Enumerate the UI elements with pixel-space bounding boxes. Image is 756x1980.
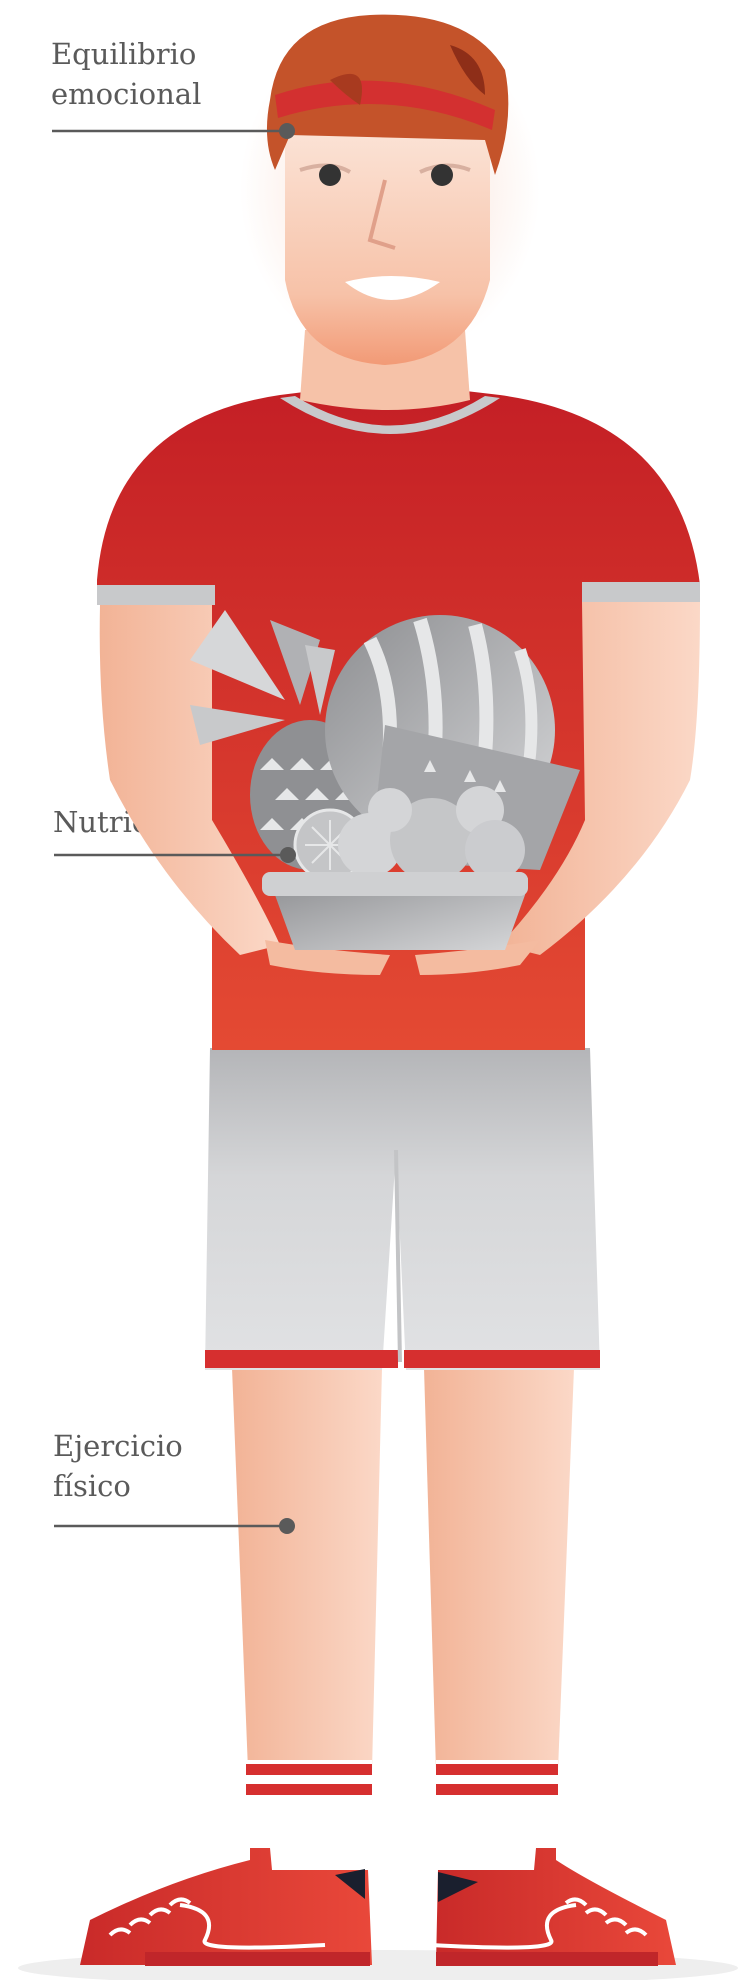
eye-right: [431, 164, 453, 186]
sneaker-icon: [80, 1848, 676, 1966]
shorts: [205, 1048, 600, 1370]
legs: [232, 1368, 574, 1770]
eye-left: [319, 164, 341, 186]
marker-dot: [279, 1518, 295, 1534]
marker-dot: [280, 847, 296, 863]
marker-dot: [279, 123, 295, 139]
head: [240, 15, 540, 365]
socks: [246, 1760, 558, 1875]
